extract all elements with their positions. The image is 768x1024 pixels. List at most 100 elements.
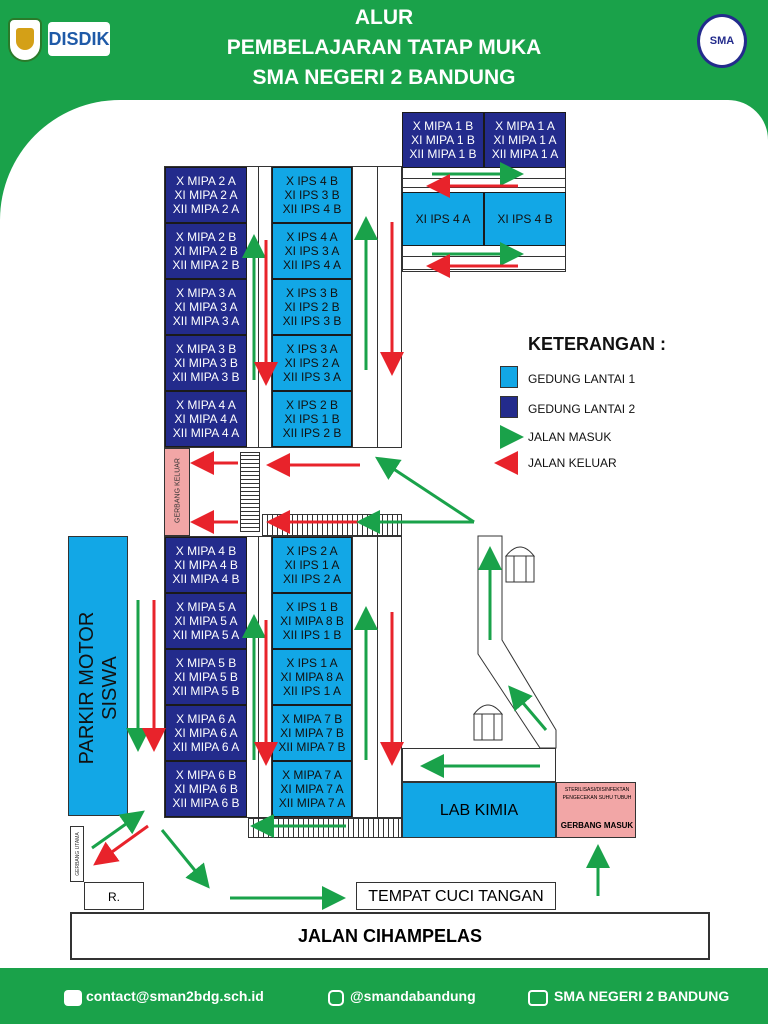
- room-line: X MIPA 1 A: [495, 119, 555, 133]
- room-line: XII MIPA 1 B: [409, 147, 477, 161]
- room-line: X MIPA 5 A: [176, 600, 236, 614]
- entry-gate: STERILISASI/DISINFEKTAN PENGECEKAN SUHU …: [556, 782, 636, 838]
- main-gate: GERBANG UTAMA: [70, 826, 84, 882]
- room-line: XII MIPA 4 B: [172, 572, 240, 586]
- sterilize-label-1: STERILISASI/DISINFEKTAN: [564, 787, 630, 793]
- room-line: XII MIPA 1 A: [491, 147, 559, 161]
- room-line: XI MIPA 7 A: [280, 782, 344, 796]
- room-line: XI IPS 2 B: [284, 300, 340, 314]
- room-line: XII MIPA 7 A: [278, 796, 346, 810]
- title-line-1: ALUR: [354, 6, 414, 29]
- youtube-icon: [528, 990, 548, 1006]
- room-line: XI MIPA 4 A: [174, 412, 238, 426]
- legend-title: KETERANGAN :: [528, 334, 666, 354]
- room-line: X IPS 3 A: [286, 342, 338, 356]
- room-line: XI MIPA 1 A: [493, 133, 557, 147]
- mail-icon: [64, 990, 82, 1006]
- stairs: [248, 818, 402, 838]
- enter-arrow-icon: [91, 810, 145, 850]
- corridor-lines: [258, 166, 272, 448]
- room-line: XII MIPA 4 A: [172, 426, 240, 440]
- room-line: X MIPA 3 B: [175, 342, 237, 356]
- room-line: XI MIPA 6 B: [174, 782, 238, 796]
- title-line-2: PEMBELAJARAN TATAP MUKA: [226, 36, 542, 59]
- sterilize-label-2: PENGECEKAN SUHU TUBUH: [562, 795, 632, 801]
- exit-arrow-icon: [93, 824, 149, 866]
- title-line-3: SMA NEGERI 2 BANDUNG: [252, 66, 516, 89]
- street-label: JALAN CIHAMPELAS: [297, 926, 482, 946]
- room-line: X IPS 2 B: [285, 398, 339, 412]
- room-line: XII MIPA 2 B: [172, 258, 240, 272]
- room-line: X IPS 1 A: [286, 656, 338, 670]
- motorcycle-parking: PARKIR MOTOR SISWA: [68, 536, 128, 816]
- room-line: XI MIPA 5 B: [174, 670, 238, 684]
- enter-arrow-icon: [374, 456, 475, 524]
- chem-lab: LAB KIMIA: [402, 782, 556, 838]
- disdik-logo-text: DISDIK: [48, 29, 110, 49]
- room-line: XII IPS 2 B: [282, 426, 342, 440]
- room-block: XI IPS 4 B: [484, 192, 566, 246]
- exit-gate: GERBANG KELUAR: [164, 448, 190, 536]
- gazebo-icon: [504, 546, 536, 583]
- chem-lab-label: LAB KIMIA: [439, 802, 519, 819]
- room-line: X MIPA 5 B: [175, 656, 237, 670]
- room-line: XII IPS 4 A: [282, 258, 342, 272]
- room-line: X IPS 4 A: [286, 230, 338, 244]
- room-line: X IPS 4 B: [285, 174, 339, 188]
- gazebo-icon: [472, 704, 504, 741]
- legend-swatch-floor1: [500, 366, 518, 388]
- footer-email[interactable]: contact@sman2bdg.sch.id: [86, 988, 264, 1004]
- room-line: XI MIPA 8 A: [280, 670, 344, 684]
- room-line: X MIPA 4 A: [176, 398, 236, 412]
- room-line: XII MIPA 7 B: [278, 740, 346, 754]
- room-line: XII MIPA 2 A: [172, 202, 240, 216]
- footer-instagram[interactable]: @smandabandung: [350, 988, 476, 1004]
- legend-swatch-floor2: [500, 396, 518, 418]
- footer-youtube[interactable]: SMA NEGERI 2 BANDUNG: [554, 988, 730, 1004]
- room-line: XII IPS 1 B: [282, 628, 342, 642]
- room-line: XII IPS 4 B: [282, 202, 342, 216]
- room-line: XII MIPA 5 B: [172, 684, 240, 698]
- room-line: X MIPA 4 B: [175, 544, 237, 558]
- room-line: XI IPS 4 A: [415, 212, 471, 226]
- room-line: XII MIPA 5 A: [172, 628, 240, 642]
- room-line: XII MIPA 3 B: [172, 370, 240, 384]
- legend-floor1-label: GEDUNG LANTAI 1: [528, 372, 636, 386]
- room-line: X MIPA 7 B: [281, 712, 343, 726]
- room-line: XI MIPA 3 A: [174, 300, 238, 314]
- room-line: XII IPS 1 A: [282, 684, 342, 698]
- room-block: X MIPA 1 A XI MIPA 1 A XII MIPA 1 A: [484, 112, 566, 168]
- room-line: XI MIPA 7 B: [280, 726, 344, 740]
- school-logo-text: SMA: [709, 35, 735, 47]
- room-line: XI MIPA 1 B: [411, 133, 475, 147]
- room-line: XI MIPA 8 B: [280, 614, 344, 628]
- room-line: X IPS 2 A: [286, 544, 338, 558]
- room-line: XII MIPA 3 A: [172, 314, 240, 328]
- room-line: XI MIPA 2 A: [174, 188, 238, 202]
- room-line: XI MIPA 2 B: [174, 244, 238, 258]
- stairs: [240, 452, 260, 532]
- walkway: [477, 535, 557, 749]
- room-line: X MIPA 1 B: [412, 119, 474, 133]
- room-line: XI IPS 1 B: [284, 412, 340, 426]
- room-line: X MIPA 2 A: [176, 174, 236, 188]
- corridor-lines: [352, 166, 378, 448]
- handwash-label: TEMPAT CUCI TANGAN: [368, 888, 544, 905]
- corridor-lines: [352, 536, 378, 818]
- room-line: XI MIPA 4 B: [174, 558, 238, 572]
- room-line: XI IPS 3 A: [284, 244, 340, 258]
- room-line: XII IPS 3 B: [282, 314, 342, 328]
- room-line: X IPS 1 B: [285, 600, 339, 614]
